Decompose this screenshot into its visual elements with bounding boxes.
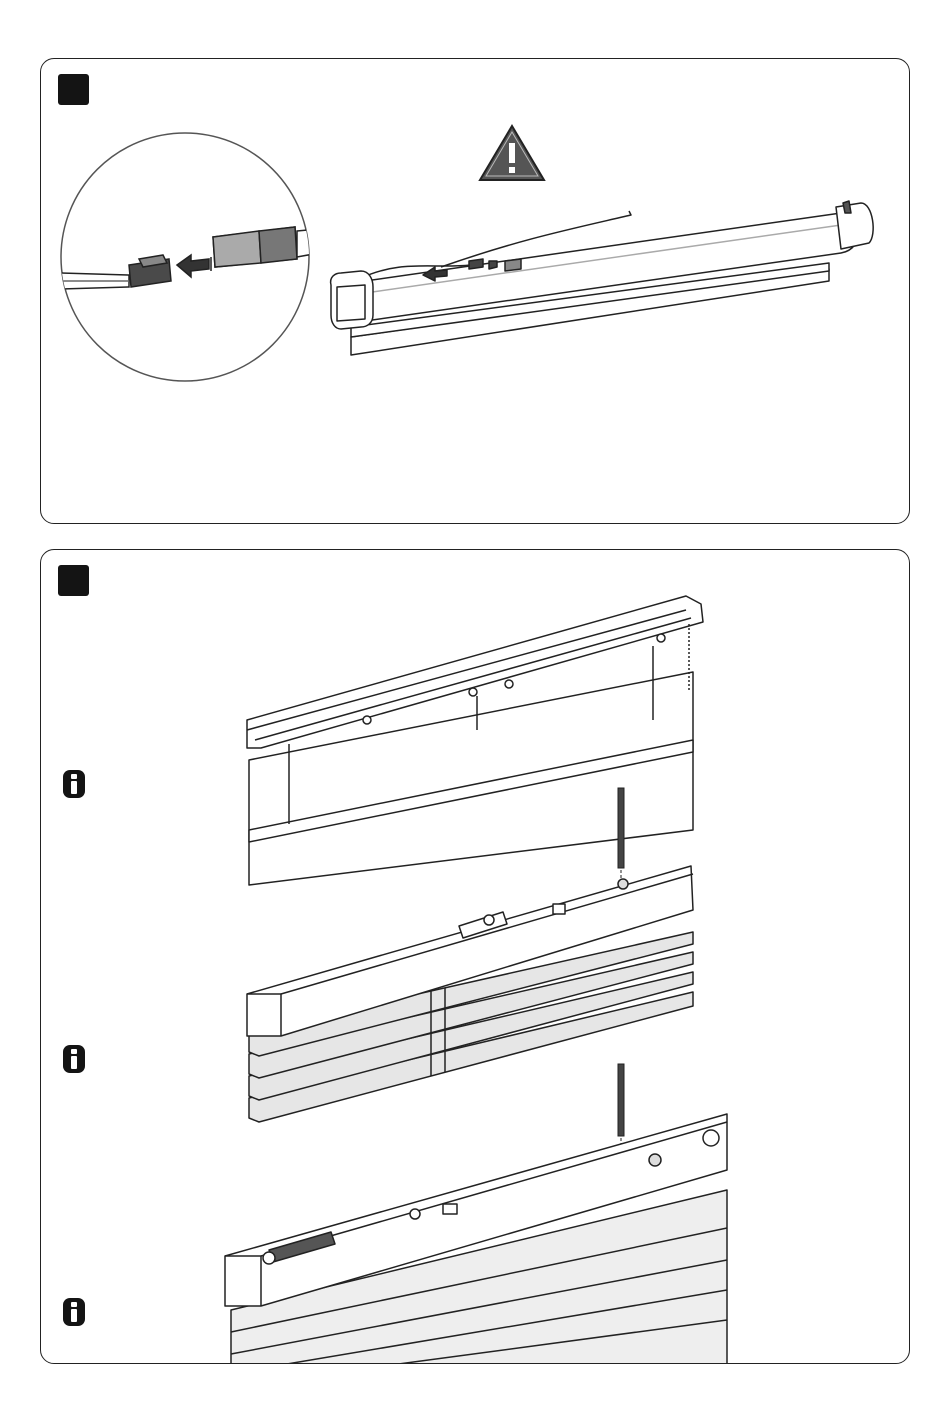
info-icon	[62, 1297, 86, 1327]
venetian-blind-drawing	[241, 860, 701, 1130]
pleated-blind-drawing	[221, 1110, 731, 1364]
headrail-drawing	[241, 590, 721, 895]
connector-detail-circle	[59, 131, 311, 383]
step-2-panel	[40, 549, 910, 1364]
step-2-marker	[58, 565, 89, 596]
step-1-panel	[40, 58, 910, 524]
info-icon	[62, 1044, 86, 1074]
warning-triangle-icon	[477, 123, 547, 183]
info-icon	[62, 769, 86, 799]
roller-blind-drawing	[321, 199, 881, 369]
step-1-marker	[58, 74, 89, 105]
